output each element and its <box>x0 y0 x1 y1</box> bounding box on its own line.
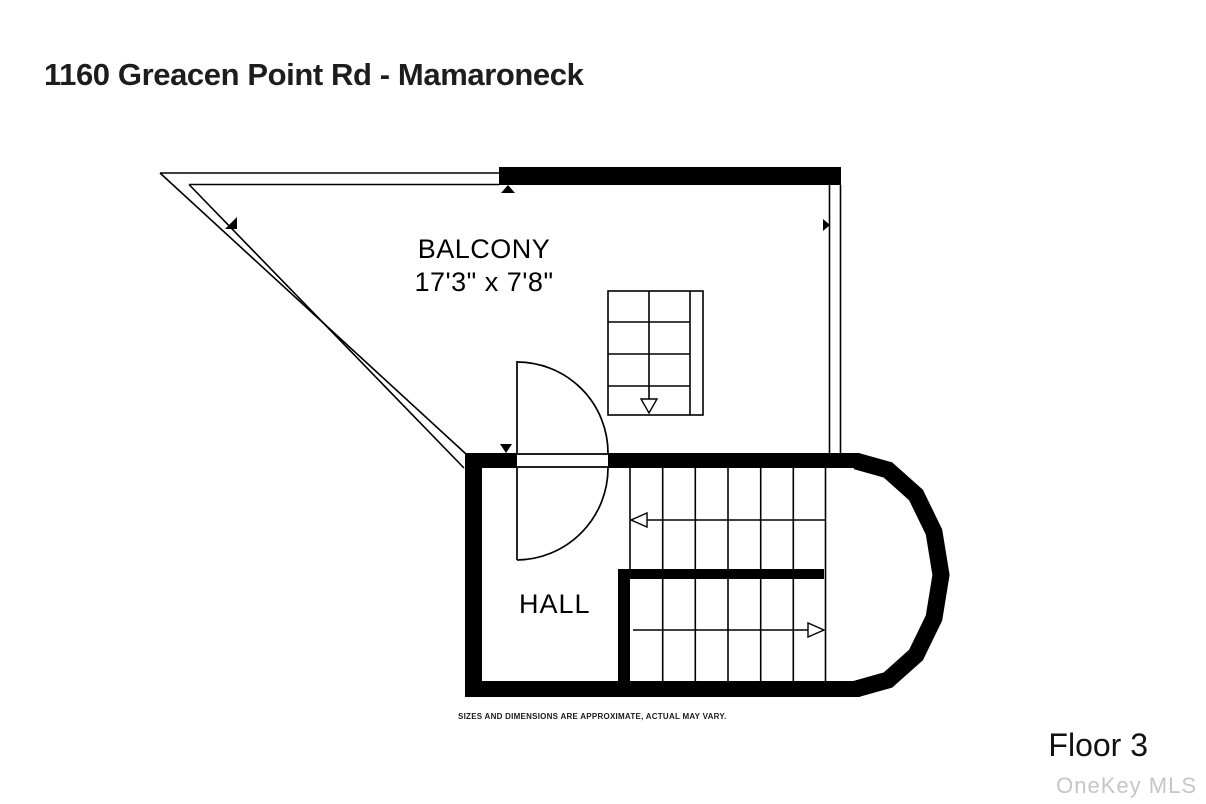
wall-markers <box>225 185 830 453</box>
disclaimer-text: SIZES AND DIMENSIONS ARE APPROXIMATE, AC… <box>458 712 727 721</box>
balcony-room-label: BALCONY 17'3" x 7'8" <box>395 233 573 299</box>
wall-marker-right-icon <box>823 219 830 231</box>
hall-rounded-end-wall <box>853 452 950 698</box>
wall-marker-up-icon <box>501 185 515 193</box>
balcony-outline <box>159 172 842 469</box>
double-swing-door <box>516 361 609 561</box>
wall-marker-diagonal-icon <box>225 217 237 229</box>
balcony-stairs <box>607 290 704 416</box>
balcony-name: BALCONY <box>417 234 551 264</box>
hall-name: HALL <box>519 589 591 619</box>
stair-direction-left-arrow-icon <box>629 511 825 529</box>
hall-walls <box>465 453 860 697</box>
onekey-mls-watermark: OneKey MLS <box>1056 773 1197 798</box>
balcony-top-wall <box>499 167 841 185</box>
balcony-dimensions: 17'3" x 7'8" <box>414 267 554 297</box>
stair-down-arrow-icon <box>639 398 659 415</box>
floor-number-label: Floor 3 <box>1048 727 1148 763</box>
wall-marker-down-icon <box>500 444 512 453</box>
page-title: 1160 Greacen Point Rd - Mamaroneck <box>44 57 584 92</box>
stair-direction-right-arrow-icon <box>633 621 826 639</box>
